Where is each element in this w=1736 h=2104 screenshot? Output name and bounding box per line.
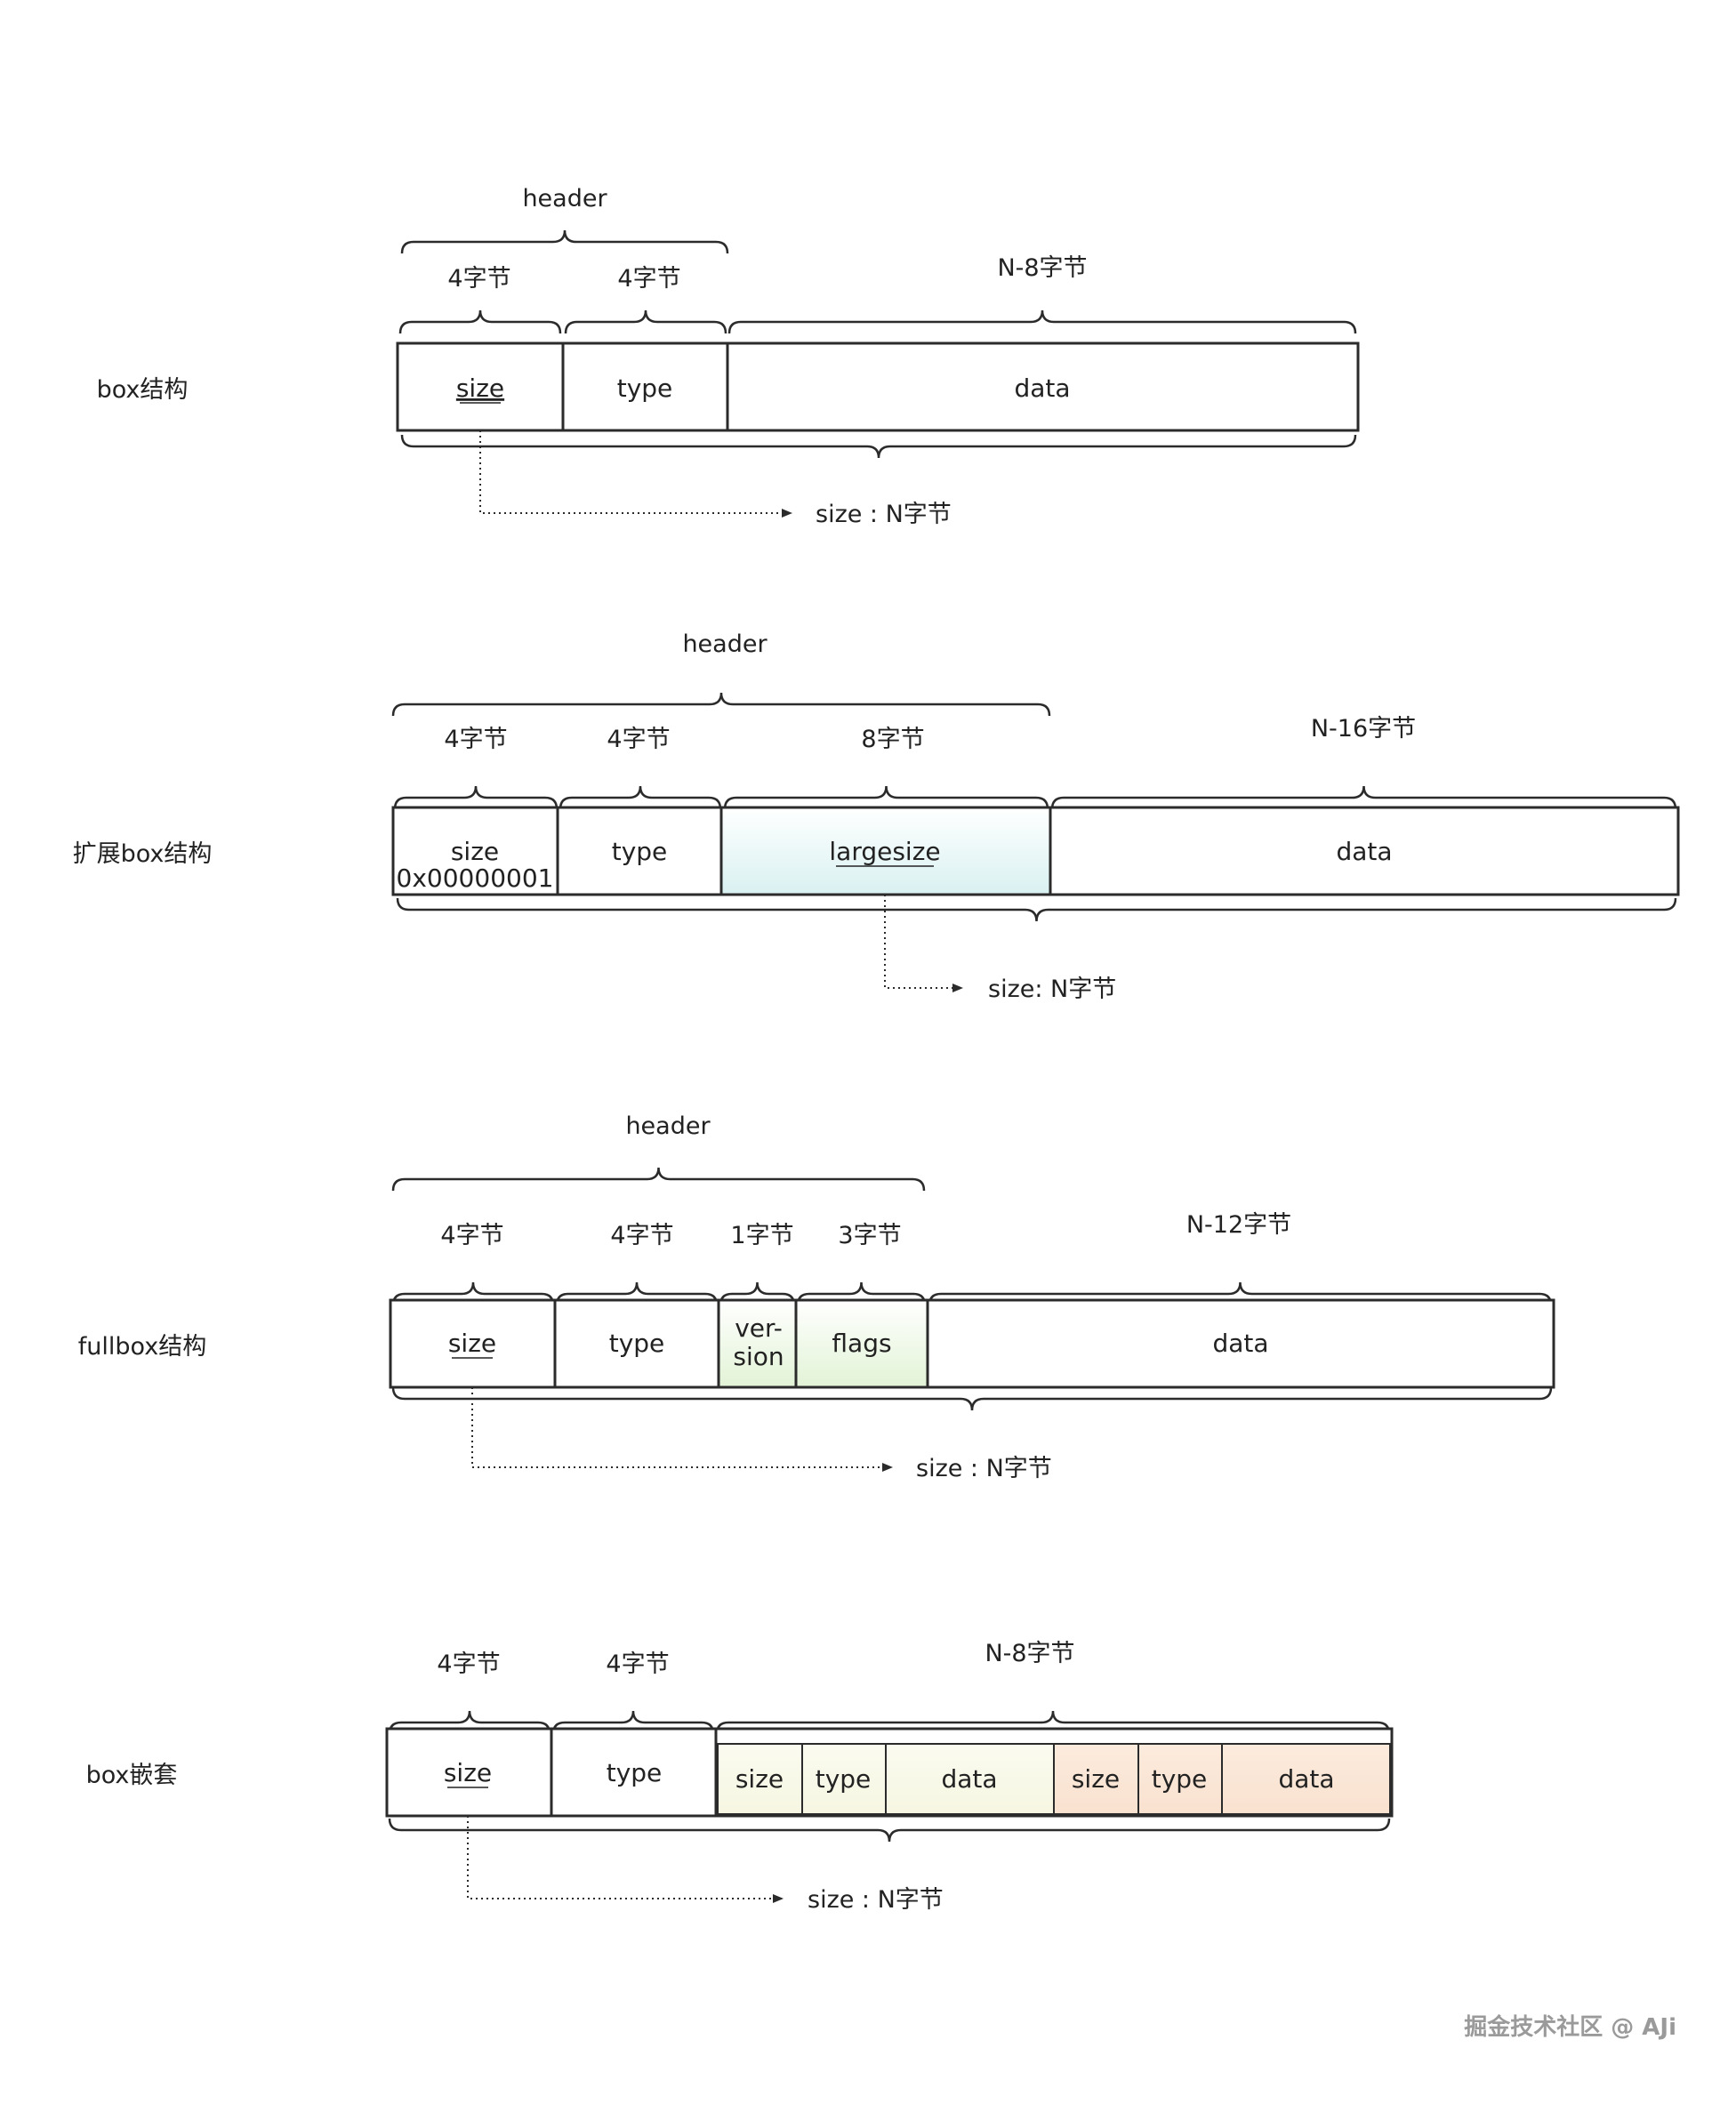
size-brace-label: 4字节: [447, 265, 510, 293]
type-cell-label: type: [607, 1758, 663, 1787]
data-brace-label: N-8字节: [985, 1640, 1074, 1667]
header-brace-label: header: [625, 1112, 711, 1140]
size-pointer-arrow: [479, 430, 792, 518]
nested-row-label: box嵌套: [86, 1762, 178, 1789]
largesize-brace-label: 8字节: [861, 726, 924, 753]
size-cell-label: size: [444, 1758, 492, 1787]
total-size-brace: [388, 1818, 1391, 1843]
flags-brace-label: 3字节: [838, 1222, 901, 1249]
total-size-brace: [400, 434, 1357, 459]
type-cell-label: type: [612, 837, 668, 866]
size-note: size : N字节: [808, 1886, 944, 1914]
inner-box-2: size type data: [1053, 1743, 1391, 1815]
type-cell: [550, 1727, 718, 1818]
largesize-brace: [723, 785, 1049, 810]
data-brace-label: N-8字节: [997, 254, 1087, 282]
inner1-size-cell: [717, 1743, 803, 1815]
type-cell-label: type: [609, 1329, 665, 1358]
data-cell: [926, 1298, 1555, 1389]
inner1-size-label: size: [735, 1764, 784, 1794]
inner1-type-label: type: [816, 1764, 872, 1794]
box-row-label: box结构: [97, 376, 189, 404]
type-brace: [564, 309, 727, 334]
type-brace-label: 4字节: [617, 265, 680, 293]
size-cell-label: size: [451, 837, 499, 866]
size-cell-label: size: [448, 1329, 496, 1358]
size-brace-label: 4字节: [437, 1650, 500, 1678]
largesize-cell-label: largesize: [829, 837, 940, 866]
largesize-cell: [719, 806, 1052, 896]
data-brace-label: N-16字节: [1311, 715, 1416, 743]
type-brace-label: 4字节: [607, 726, 670, 753]
version-brace-label: 1字节: [730, 1222, 793, 1249]
size-cell: [385, 1727, 553, 1818]
size-cell-label: size: [456, 373, 504, 403]
inner2-type-label: type: [1152, 1764, 1208, 1794]
data-cell: [726, 341, 1360, 432]
total-size-brace: [391, 1386, 1553, 1411]
size-brace: [393, 785, 559, 810]
type-brace: [551, 1710, 715, 1735]
inner-box-1: size type data: [717, 1743, 1055, 1815]
nested-box-section: box嵌套 4字节 4字节 N-8字节 size type data: [86, 1640, 1394, 1914]
data-cell-label: data: [1212, 1329, 1268, 1358]
extended-box-section: 扩展box结构 header 4字节 4字节 8字节 N-16字节 size 0…: [73, 630, 1680, 1003]
flags-cell-label: flags: [832, 1329, 891, 1358]
size-pointer-arrow: [471, 1387, 893, 1472]
extended-row-label: 扩展box结构: [73, 840, 213, 868]
type-brace: [555, 1281, 719, 1306]
header-brace-label: header: [522, 185, 607, 213]
type-brace: [559, 785, 722, 810]
size-brace-label: 4字节: [440, 1222, 503, 1249]
type-cell: [553, 1298, 720, 1389]
type-brace-label: 4字节: [606, 1650, 669, 1678]
flags-brace: [796, 1281, 927, 1306]
size-brace: [388, 1710, 551, 1735]
header-brace: [400, 229, 729, 254]
size-note: size : N字节: [816, 501, 952, 528]
inner2-type-cell: [1137, 1743, 1223, 1815]
size-cell: [396, 341, 565, 432]
header-brace: [391, 692, 1051, 717]
type-cell-label: type: [617, 373, 673, 403]
size-pointer-arrow: [467, 1816, 784, 1903]
fullbox-section: fullbox结构 header 4字节 4字节 1字节 3字节 N-12字节 …: [78, 1112, 1555, 1482]
inner1-data-label: data: [941, 1764, 997, 1794]
total-size-brace: [396, 897, 1677, 922]
type-brace-label: 4字节: [610, 1222, 673, 1249]
data-cell-label: data: [1336, 837, 1392, 866]
data-brace: [928, 1281, 1553, 1306]
version-cell: [717, 1298, 798, 1389]
inner1-type-cell: [801, 1743, 887, 1815]
version-cell-label-line2: sion: [733, 1342, 784, 1371]
data-brace: [1050, 785, 1677, 810]
size-brace: [398, 309, 562, 334]
data-cell-label: data: [1014, 373, 1070, 403]
version-cell-label-line1: ver-: [735, 1313, 783, 1343]
largesize-pointer-arrow: [884, 895, 963, 992]
type-cell: [561, 341, 729, 432]
fullbox-row-label: fullbox结构: [78, 1333, 206, 1361]
data-brace: [715, 1710, 1391, 1735]
flags-cell: [794, 1298, 929, 1389]
size-note: size: N字节: [988, 976, 1116, 1003]
box-section: box结构 header 4字节 4字节 N-8字节 size type dat…: [97, 185, 1360, 528]
inner2-data-cell: [1221, 1743, 1391, 1815]
size-brace-label: 4字节: [444, 726, 507, 753]
watermark: 掘金技术社区 @ AJi: [1464, 2013, 1676, 2041]
data-cell: [1049, 806, 1680, 896]
size-brace: [391, 1281, 555, 1306]
data-brace: [727, 309, 1357, 334]
size-cell: [389, 1298, 557, 1389]
data-brace-label: N-12字节: [1186, 1211, 1291, 1239]
inner2-data-label: data: [1278, 1764, 1334, 1794]
inner1-data-cell: [885, 1743, 1055, 1815]
header-brace: [391, 1167, 926, 1192]
size-note: size : N字节: [916, 1455, 1052, 1482]
version-brace: [719, 1281, 796, 1306]
inner2-size-label: size: [1072, 1764, 1120, 1794]
header-brace-label: header: [682, 630, 768, 658]
size-cell-value: 0x00000001: [397, 863, 554, 893]
